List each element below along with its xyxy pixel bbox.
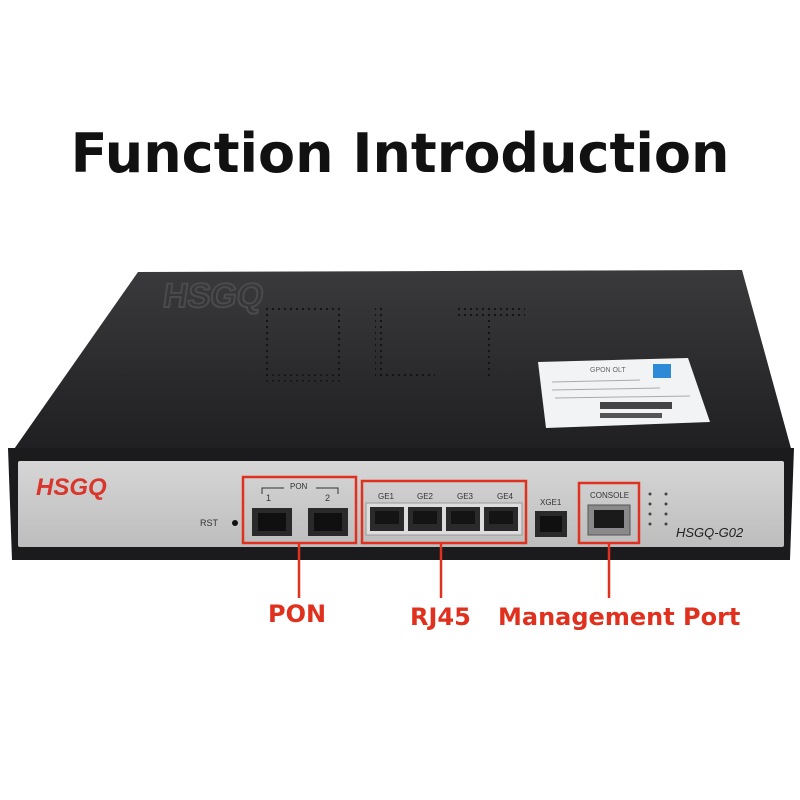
console-label: CONSOLE	[590, 491, 629, 500]
status-leds	[648, 492, 668, 526]
olt-dotted-mark	[264, 304, 525, 382]
model-label: HSGQ-G02	[676, 525, 744, 540]
ge-port-3-label: GE3	[457, 492, 474, 501]
callout-boxes	[241, 475, 641, 598]
rst-label: RST	[200, 518, 219, 528]
top-brand-emboss: HSGQ	[161, 277, 266, 315]
front-brand: HSGQ	[36, 474, 107, 501]
rj45-callout: RJ45	[410, 603, 471, 631]
pon-port-2-label: 2	[325, 493, 330, 503]
pon-group-label: PON	[290, 482, 308, 491]
ge-port-3[interactable]	[446, 507, 480, 531]
ge-port-1-label: GE1	[378, 492, 395, 501]
device-sticker: GPON OLT	[538, 358, 710, 428]
ge-port-group: GE1 GE2 GE3 GE4	[365, 492, 523, 536]
pon-port-1-label: 1	[266, 493, 271, 503]
ge-port-2-label: GE2	[417, 492, 434, 501]
rj45-highlight-box	[360, 479, 528, 545]
ge-port-2[interactable]	[408, 507, 442, 531]
pon-callout: PON	[268, 600, 327, 628]
ge-port-4[interactable]	[484, 507, 518, 531]
page-title: Function Introduction	[70, 122, 730, 185]
management-port-callout: Management Port	[498, 603, 741, 631]
ge-port-1[interactable]	[370, 507, 404, 531]
sticker-title: GPON OLT	[590, 367, 626, 374]
ge-port-4-label: GE4	[497, 492, 514, 501]
xge-label: XGE1	[540, 498, 562, 507]
rst-button[interactable]	[232, 520, 238, 526]
